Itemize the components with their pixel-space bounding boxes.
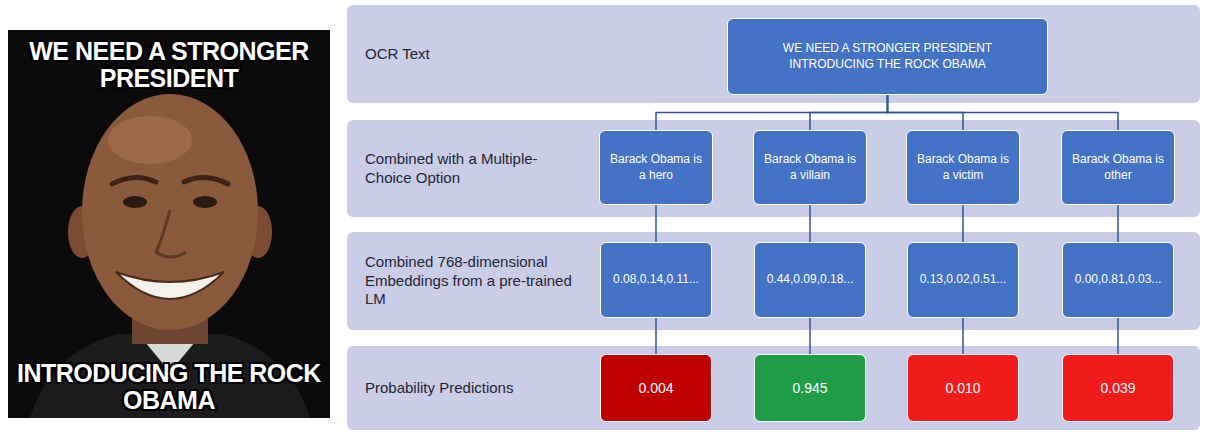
connector — [963, 318, 964, 354]
process-box: WE NEED A STRONGER PRESIDENT INTRODUCING… — [727, 18, 1048, 95]
meme-caption: INTRODUCING THE ROCK OBAMA — [14, 360, 324, 414]
connector-line — [655, 318, 657, 354]
box-text-group: 0.13,0.02,0.51... — [920, 272, 1007, 288]
box-text-group: 0.004 — [638, 379, 673, 397]
process-box: Barack Obama is a villain — [753, 130, 867, 205]
process-box: Barack Obama is other — [1061, 130, 1175, 205]
connector-line — [1117, 205, 1119, 242]
process-box: 0.08,0.14,0.11... — [600, 242, 712, 318]
connector-line — [656, 95, 888, 130]
connector-line — [809, 205, 811, 242]
box-text-group: WE NEED A STRONGER PRESIDENT INTRODUCING… — [763, 41, 1013, 72]
connector — [1118, 318, 1119, 354]
meme-caption: WE NEED A STRONGER PRESIDENT — [14, 38, 324, 92]
process-box: Barack Obama is a hero — [599, 130, 713, 205]
process-box: 0.010 — [907, 354, 1019, 422]
process-box: 0.945 — [754, 354, 866, 422]
connector — [810, 95, 888, 130]
box-text-group: 0.44,0.09,0.18... — [767, 272, 854, 288]
stage-band: Combined with a Multiple-Choice Option Ba… — [347, 120, 1200, 217]
box-text: 0.010 — [945, 379, 980, 397]
box-text: Barack Obama is a villain — [759, 152, 861, 183]
band-label-area: Combined 768-dimensional Embeddings from… — [365, 232, 580, 330]
box-text: 0.00,0.81,0.03... — [1075, 272, 1162, 288]
band-label-area: Combined with a Multiple-Choice Option — [365, 120, 580, 217]
process-box: 0.44,0.09,0.18... — [754, 242, 866, 318]
process-box: 0.039 — [1062, 354, 1174, 422]
box-text: Barack Obama is other — [1067, 152, 1169, 183]
band-label: Combined 768-dimensional Embeddings from… — [365, 253, 580, 309]
band-label-area: OCR Text — [365, 5, 580, 103]
box-text: 0.13,0.02,0.51... — [920, 272, 1007, 288]
band-label: OCR Text — [365, 45, 430, 64]
process-box: 0.004 — [600, 354, 712, 422]
connector — [810, 205, 811, 242]
connector-line — [962, 205, 964, 242]
box-text-group: Barack Obama is a villain — [759, 152, 861, 183]
connector — [656, 95, 888, 130]
box-text-group: Barack Obama is a victim — [912, 152, 1014, 183]
box-text: Barack Obama is a hero — [605, 152, 707, 183]
box-text: Barack Obama is a victim — [912, 152, 1014, 183]
box-text-group: 0.945 — [792, 379, 827, 397]
box-text: WE NEED A STRONGER PRESIDENT INTRODUCING… — [763, 41, 1013, 72]
box-text-group: Barack Obama is a hero — [605, 152, 707, 183]
box-text: 0.44,0.09,0.18... — [767, 272, 854, 288]
connector-line — [810, 95, 888, 130]
connector-line — [1117, 318, 1119, 354]
box-text-group: 0.039 — [1100, 379, 1135, 397]
connector — [810, 318, 811, 354]
connector-line — [809, 318, 811, 354]
band-label: Probability Predictions — [365, 379, 513, 398]
connector — [888, 95, 1119, 130]
connector — [888, 95, 964, 130]
connector — [1118, 205, 1119, 242]
band-label-area: Probability Predictions — [365, 346, 580, 430]
box-text-group: 0.00,0.81,0.03... — [1075, 272, 1162, 288]
stage-band: Probability Predictions 0.004 0.945 0.010 0.… — [347, 346, 1200, 430]
process-box: 0.00,0.81,0.03... — [1062, 242, 1174, 318]
connector-line — [962, 318, 964, 354]
connector-line — [888, 95, 964, 130]
connector — [656, 205, 657, 242]
box-text: 0.08,0.14,0.11... — [613, 272, 699, 288]
process-box: Barack Obama is a victim — [906, 130, 1020, 205]
box-text: 0.945 — [792, 379, 827, 397]
process-box: 0.13,0.02,0.51... — [907, 242, 1019, 318]
box-text: 0.039 — [1100, 379, 1135, 397]
connector — [963, 205, 964, 242]
box-text: 0.004 — [638, 379, 673, 397]
connector-line — [888, 95, 1119, 130]
band-label: Combined with a Multiple-Choice Option — [365, 150, 580, 188]
connector-line — [655, 205, 657, 242]
connector — [656, 318, 657, 354]
stage-band: Combined 768-dimensional Embeddings from… — [347, 232, 1200, 330]
box-text-group: 0.08,0.14,0.11... — [613, 272, 699, 288]
box-text-group: Barack Obama is other — [1067, 152, 1169, 183]
stage-band: OCR Text WE NEED A STRONGER PRESIDENT INT… — [347, 5, 1200, 103]
box-text-group: 0.010 — [945, 379, 980, 397]
